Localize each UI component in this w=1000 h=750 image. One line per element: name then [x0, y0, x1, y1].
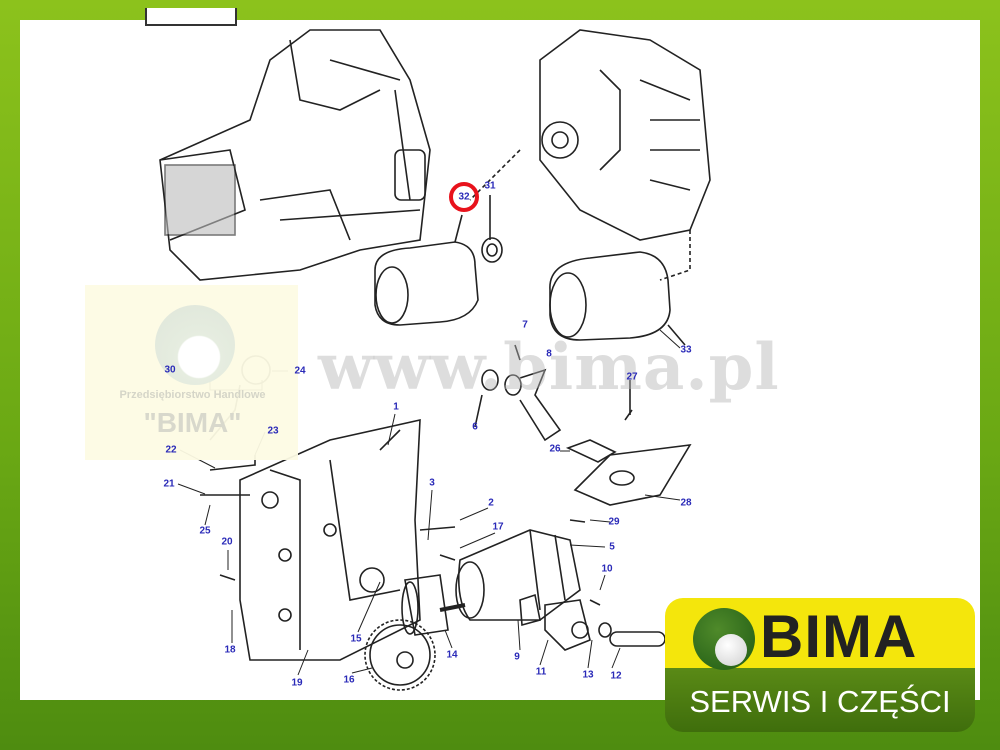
- callout-13: 13: [582, 669, 594, 681]
- callout-11: 11: [535, 666, 547, 678]
- callout-7: 7: [522, 319, 528, 331]
- logo-brand: BIMA: [760, 603, 918, 670]
- watermark-logo-circle: [155, 305, 235, 385]
- screws: [219, 409, 633, 606]
- pump-5: [439, 529, 581, 627]
- callout-20: 20: [221, 536, 233, 548]
- callout-8: 8: [546, 348, 552, 360]
- filter-32: [374, 214, 479, 326]
- callout-16: 16: [343, 674, 355, 686]
- callout-19: 19: [291, 677, 303, 689]
- callout-30: 30: [164, 364, 176, 376]
- callout-15: 15: [350, 633, 362, 645]
- callout-1: 1: [393, 401, 399, 413]
- nipple-31: [481, 195, 503, 263]
- callout-32-highlighted: 32: [458, 191, 470, 203]
- watermark-url: www.bima.pl: [318, 330, 780, 405]
- callout-22: 22: [165, 444, 177, 456]
- flange-26: [565, 439, 617, 463]
- transmission-assembly: [159, 29, 431, 281]
- callout-17: 17: [492, 521, 504, 533]
- callout-2: 2: [488, 497, 494, 509]
- callout-18: 18: [224, 644, 236, 656]
- housing-1: [200, 384, 421, 661]
- callout-28: 28: [680, 497, 692, 509]
- callout-25: 25: [199, 525, 211, 537]
- callout-14: 14: [446, 649, 458, 661]
- plate-28: [573, 444, 692, 506]
- pin-12: [598, 622, 666, 647]
- suction-pipe: [474, 344, 631, 442]
- callout-29: 29: [608, 516, 620, 528]
- callout-33: 33: [680, 344, 692, 356]
- elbow-11: [544, 599, 591, 651]
- valve-block: [469, 29, 711, 281]
- watermark-company-line: Przedsiębiorstwo Handlowe: [119, 389, 266, 401]
- callout-10: 10: [601, 563, 613, 575]
- callout-3: 3: [429, 477, 435, 489]
- callout-24: 24: [294, 365, 306, 377]
- bima-logo: BIMA SERWIS I CZĘŚCI: [665, 598, 975, 732]
- filter-33: [549, 251, 686, 346]
- gear-16: [364, 619, 436, 691]
- callout-9: 9: [514, 651, 520, 663]
- callout-21: 21: [163, 478, 175, 490]
- callout-26: 26: [549, 443, 561, 455]
- callout-6: 6: [472, 421, 478, 433]
- callout-27: 27: [626, 371, 638, 383]
- callout-12: 12: [610, 670, 622, 682]
- shaft-14: [401, 574, 449, 636]
- highlight-ring: [449, 182, 479, 212]
- title-box-fragment: [145, 8, 237, 26]
- callout-23: 23: [267, 425, 279, 437]
- watermark-company-name: "BIMA": [143, 407, 242, 438]
- callout-31: 31: [484, 180, 496, 192]
- logo-white-ball-icon: [715, 634, 747, 666]
- logo-tagline: SERWIS I CZĘŚCI: [689, 684, 951, 719]
- callout-5: 5: [609, 541, 615, 553]
